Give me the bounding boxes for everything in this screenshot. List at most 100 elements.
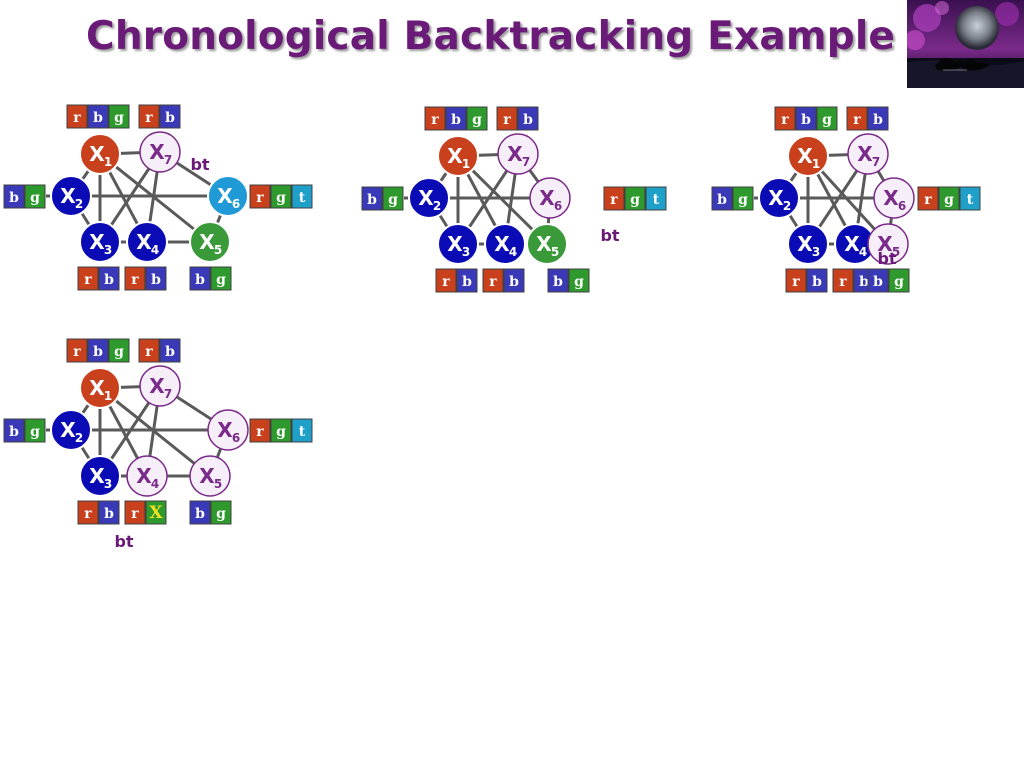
- domain-cell: [795, 106, 817, 131]
- domain-cell: [816, 106, 838, 131]
- domain-cell: [424, 106, 446, 131]
- domain-value: g: [114, 110, 124, 126]
- node-label: X: [857, 142, 873, 166]
- domain-cell: [138, 338, 160, 363]
- domain-value: g: [30, 190, 40, 206]
- domain-cell: [145, 500, 167, 525]
- node-label: X: [60, 184, 76, 208]
- domain-value: b: [859, 274, 869, 290]
- node-subscript: 5: [892, 245, 900, 259]
- node-circle: [126, 221, 168, 263]
- node-label: X: [136, 230, 152, 254]
- node-subscript: 6: [554, 199, 562, 213]
- domain-value: b: [801, 112, 811, 128]
- node-label: X: [539, 186, 555, 210]
- node-circle: [867, 223, 909, 265]
- domain-cell: [77, 500, 99, 525]
- domain-cell: [3, 184, 25, 209]
- domain-cell: [87, 338, 109, 363]
- domain-value: r: [84, 272, 92, 288]
- node-circle: [484, 223, 526, 265]
- domain-cell: [270, 184, 292, 209]
- node-subscript: 5: [214, 477, 222, 491]
- backtrack-label: bt: [600, 226, 619, 245]
- night-sea-orca-picture: [907, 0, 1024, 88]
- domain-value: r: [84, 506, 92, 522]
- domain-cell: [496, 106, 518, 131]
- domain-cell: [124, 266, 146, 291]
- domain-value: b: [93, 110, 103, 126]
- crossed-out-value: X: [149, 503, 163, 523]
- domain-cell: [24, 418, 46, 443]
- node-subscript: 2: [783, 199, 791, 213]
- domain-value: r: [145, 344, 153, 360]
- domain-value: g: [216, 506, 226, 522]
- edge-x1-x5: [99, 386, 211, 478]
- domain-cell: [210, 266, 232, 291]
- domain-cell: [270, 418, 292, 443]
- domain-value: r: [73, 344, 81, 360]
- node-label: X: [89, 230, 105, 254]
- node-circle: [758, 177, 800, 219]
- domain-value: b: [462, 274, 472, 290]
- domain-cell: [774, 106, 796, 131]
- domain-cell: [568, 268, 590, 293]
- node-subscript: 1: [812, 157, 820, 171]
- domain-value: r: [781, 112, 789, 128]
- node-label: X: [883, 186, 899, 210]
- backtrack-label: bt: [877, 249, 896, 268]
- node-circle: [497, 133, 539, 175]
- node-circle: [50, 409, 92, 451]
- domain-cell: [445, 106, 467, 131]
- domain-cell: [249, 184, 271, 209]
- domain-value: r: [489, 274, 497, 290]
- node-circle: [189, 455, 231, 497]
- domain-cell: [66, 338, 88, 363]
- domain-value: b: [165, 110, 175, 126]
- domain-value: b: [367, 192, 377, 208]
- domain-value: g: [276, 424, 286, 440]
- domain-cell: [24, 184, 46, 209]
- domain-cell: [145, 266, 167, 291]
- domain-value: r: [256, 424, 264, 440]
- node-circle: [50, 175, 92, 217]
- domain-cell: [547, 268, 569, 293]
- domain-cell: [3, 418, 25, 443]
- domain-value: r: [853, 112, 861, 128]
- domain-value: r: [610, 192, 618, 208]
- domain-cell: [711, 186, 733, 211]
- domain-value: g: [822, 112, 832, 128]
- node-subscript: 7: [164, 387, 172, 401]
- domain-cell: [917, 186, 939, 211]
- node-subscript: 7: [522, 155, 530, 169]
- domain-value: b: [93, 344, 103, 360]
- domain-cell: [624, 186, 646, 211]
- domain-cell: [806, 268, 828, 293]
- domain-value: g: [630, 192, 640, 208]
- domain-value: b: [717, 192, 727, 208]
- node-label: X: [149, 374, 165, 398]
- node-label: X: [536, 232, 552, 256]
- domain-value: b: [553, 274, 563, 290]
- domain-value: t: [653, 192, 660, 208]
- node-subscript: 6: [232, 197, 240, 211]
- node-subscript: 2: [75, 431, 83, 445]
